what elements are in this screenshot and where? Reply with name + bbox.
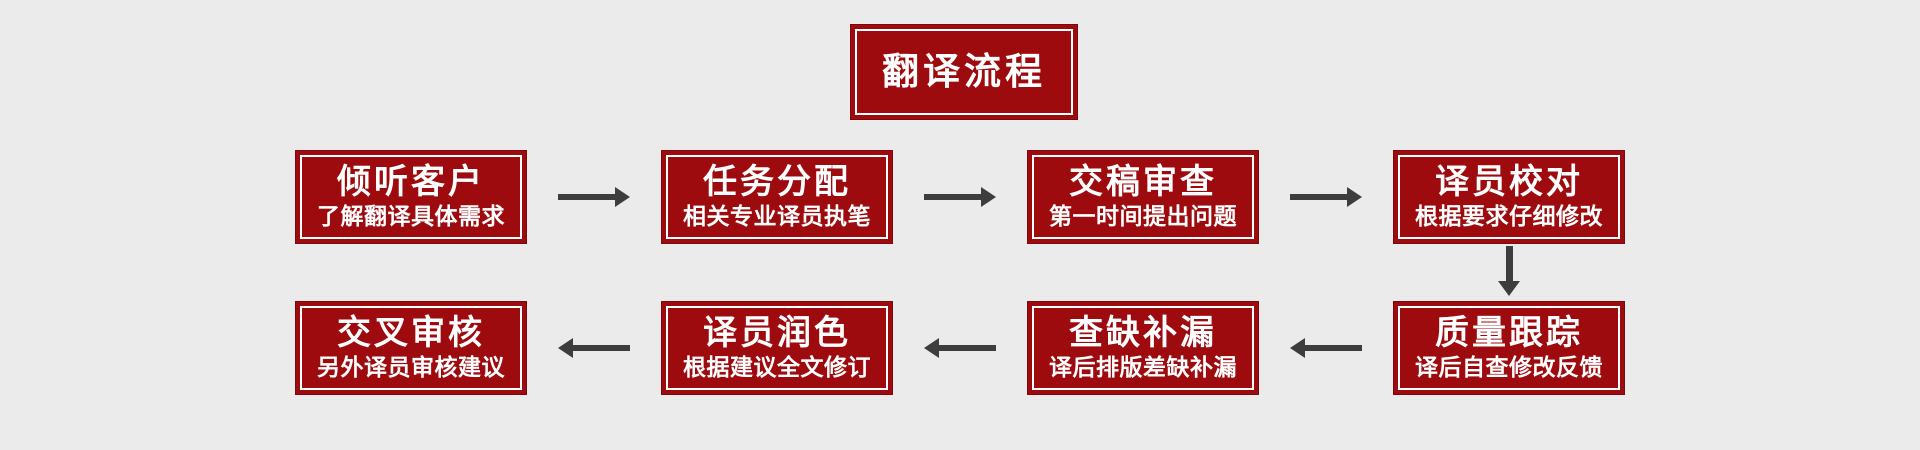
flowchart-title-inner: 翻译流程 [855,29,1073,115]
flowchart-title-box: 翻译流程 [850,24,1078,120]
step-box-quality-tracking: 质量跟踪 译后自查修改反馈 [1393,301,1625,395]
step-subtitle: 另外译员审核建议 [317,354,505,381]
step-box-translator-proofreading: 译员校对 根据要求仔细修改 [1393,150,1625,244]
arrow-down-icon [1498,246,1520,296]
step-subtitle: 第一时间提出问题 [1049,203,1237,230]
step-subtitle: 根据建议全文修订 [683,354,871,381]
arrow-left-icon [1290,338,1362,358]
step-title: 译员校对 [1435,163,1583,202]
step-title: 译员润色 [703,314,851,353]
step-subtitle: 译后自查修改反馈 [1415,354,1603,381]
step-subtitle: 相关专业译员执笔 [683,203,871,230]
arrow-right-icon [558,187,630,207]
step-title: 查缺补漏 [1069,314,1217,353]
arrow-left-icon [924,338,996,358]
step-box-gap-filling: 查缺补漏 译后排版差缺补漏 [1027,301,1259,395]
step-subtitle: 了解翻译具体需求 [317,203,505,230]
step-title: 质量跟踪 [1435,314,1583,353]
arrow-right-icon [1290,187,1362,207]
step-title: 交稿审查 [1069,163,1217,202]
arrow-right-icon [924,187,996,207]
step-box-submission-review: 交稿审查 第一时间提出问题 [1027,150,1259,244]
step-box-cross-review: 交叉审核 另外译员审核建议 [295,301,527,395]
step-title: 交叉审核 [337,314,485,353]
step-title: 倾听客户 [337,163,485,202]
flowchart-title: 翻译流程 [882,50,1046,92]
step-subtitle: 译后排版差缺补漏 [1049,354,1237,381]
step-box-listen-customer: 倾听客户 了解翻译具体需求 [295,150,527,244]
step-subtitle: 根据要求仔细修改 [1415,203,1603,230]
step-box-translator-polishing: 译员润色 根据建议全文修订 [661,301,893,395]
step-box-task-assignment: 任务分配 相关专业译员执笔 [661,150,893,244]
arrow-left-icon [558,338,630,358]
step-title: 任务分配 [703,163,851,202]
